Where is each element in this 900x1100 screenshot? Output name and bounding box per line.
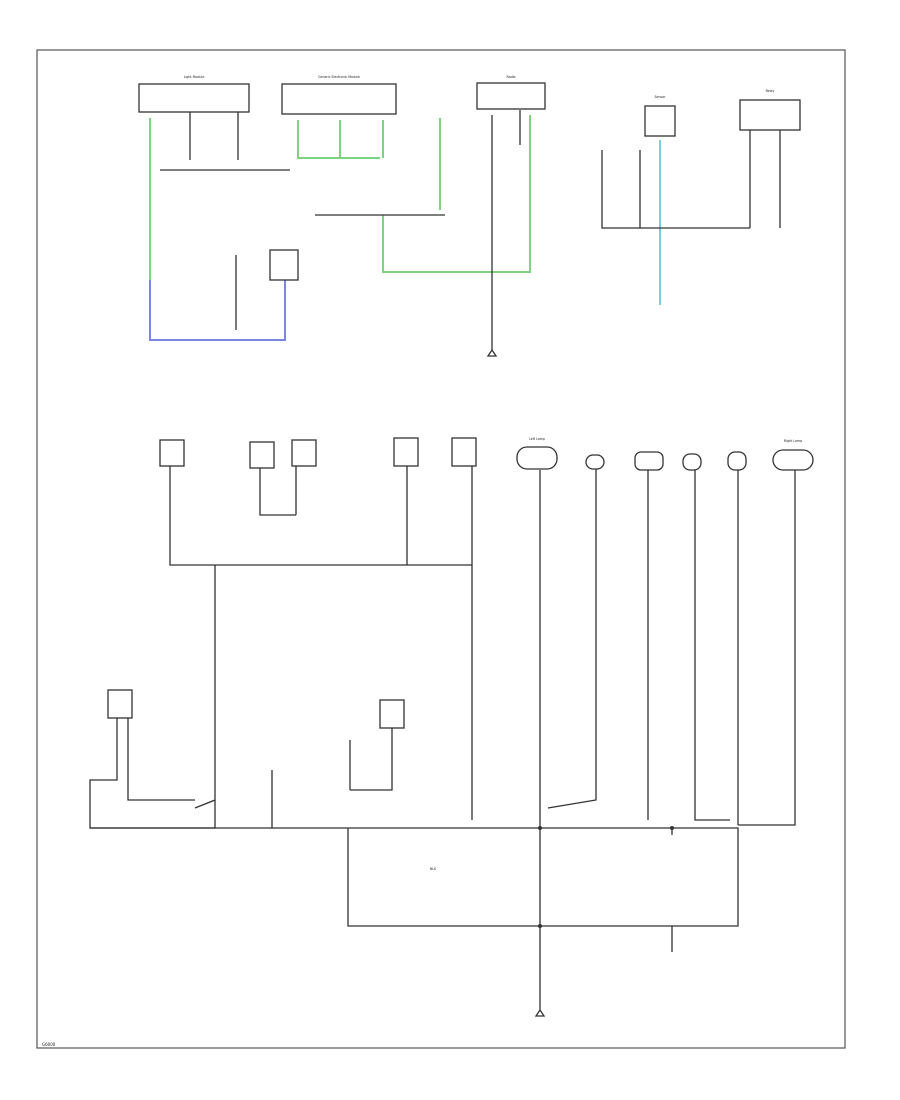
sensor-label: Sensor [655,95,667,99]
diagram-frame [36,49,846,1049]
wire-label-1: BLK [430,867,437,871]
module-label-2: Generic Electronic Module [318,75,360,79]
module-label-3: Radio [507,75,516,79]
relay-label: Relay [766,89,775,93]
ground-arrow-top [486,348,498,357]
green-wires [149,115,531,280]
left-lamp-label: Left Lamp [529,437,545,441]
top-right-group: Sensor Relay [601,89,801,305]
lower-left-group [89,689,273,829]
middle-component-row: Left Lamp Right Lamp [159,437,814,471]
middle-wires [169,466,796,1010]
right-lamp-label: Right Lamp [784,439,802,443]
top-black-wires [160,110,521,350]
top-left-module-group: Light Module Generic Electronic Module R… [138,75,546,115]
lower-middle-group [90,699,540,829]
blue-wires [149,280,286,341]
bottom-module-group [347,826,739,1017]
module-label-1: Light Module [184,75,205,79]
corner-code: G6000 [42,1042,56,1047]
